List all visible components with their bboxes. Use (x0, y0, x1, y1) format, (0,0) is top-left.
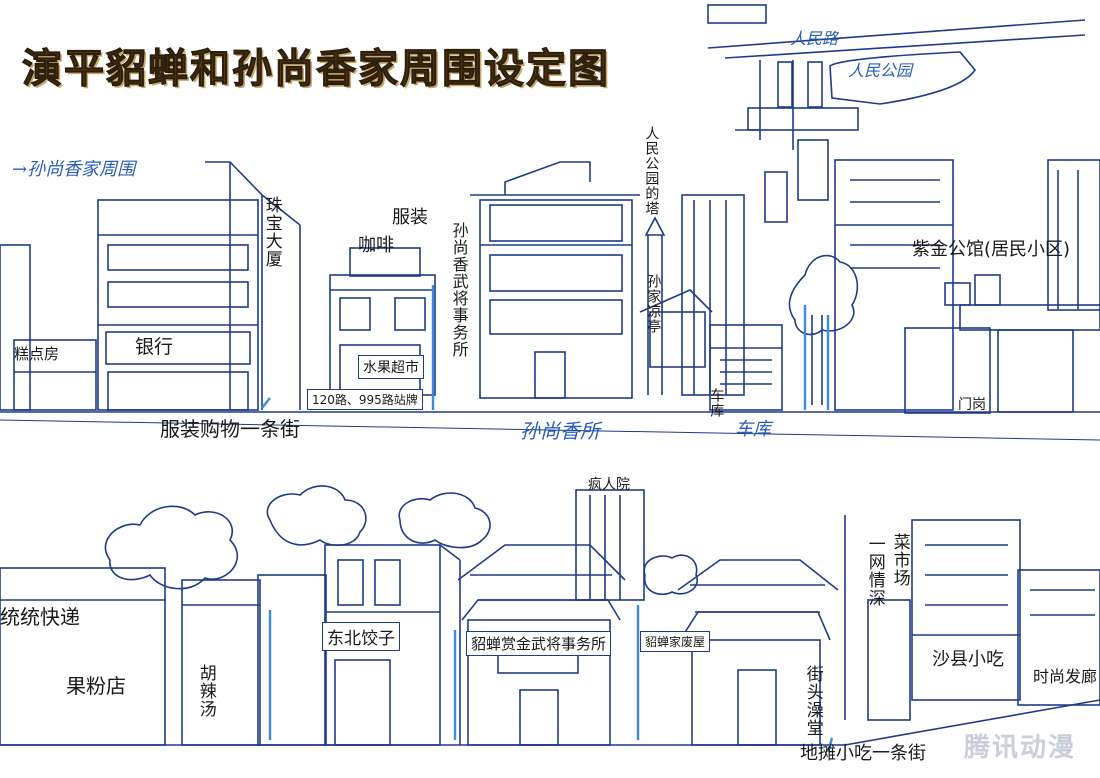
jewelry-tower-label: 珠宝大厦 (261, 196, 282, 268)
map-road-label: 人民路 (790, 29, 839, 48)
bus-stop-sign: 120路、995路站牌 (307, 389, 423, 410)
asylum-label: 疯人院 (588, 477, 630, 493)
residence-label: 紫金公馆(居民小区) (912, 239, 1071, 260)
barber-label: 时尚发廊 (1033, 667, 1098, 686)
vegetable-market-label: 菜市场 (889, 533, 910, 587)
fruit-market-sign: 水果超市 (358, 355, 424, 379)
rice-noodle-label: 果粉店 (66, 674, 126, 698)
note-left-label: →孙尚香家周围 (12, 159, 136, 180)
page-title: 演平貂蝉和孙尚香家周围设定图 (22, 46, 610, 93)
bottom-street-label: 地摊小吃一条街 (800, 743, 926, 764)
cake-shop-label: 糕点房 (14, 345, 60, 363)
bank-label: 银行 (135, 336, 174, 358)
watermark: 腾讯动漫 (963, 733, 1076, 763)
garage-note: 车库 (735, 419, 771, 440)
garage-label: 车库 (708, 388, 725, 418)
diaochan-office-sign: 貂蝉赏金武将事务所 (466, 631, 612, 656)
bathhouse-label: 街头澡堂 (802, 665, 823, 737)
coffee-label: 咖啡 (358, 235, 394, 256)
sun-note: 孙尚香所 (520, 419, 600, 443)
hot-soup-label: 胡辣汤 (195, 664, 216, 718)
sun-pavilion-label: 孙家凉亭 (645, 274, 662, 334)
gate-label: 门岗 (958, 397, 986, 413)
top-street-label: 服装购物一条街 (160, 417, 300, 441)
dumplings-sign: 东北饺子 (322, 622, 400, 651)
park-tower-label: 人民公园的塔 (643, 126, 660, 216)
courier-label: 统统快递 (0, 605, 80, 629)
clothing-label: 服装 (392, 207, 428, 228)
internet-cafe-label: 一网情深 (864, 535, 885, 607)
shaxian-label: 沙县小吃 (932, 649, 1004, 670)
map-park-label: 人民公园 (848, 61, 913, 80)
sun-office-label: 孙尚香武将事务所 (449, 222, 469, 358)
diaochan-home-sign: 貂蝉家废屋 (640, 631, 711, 652)
